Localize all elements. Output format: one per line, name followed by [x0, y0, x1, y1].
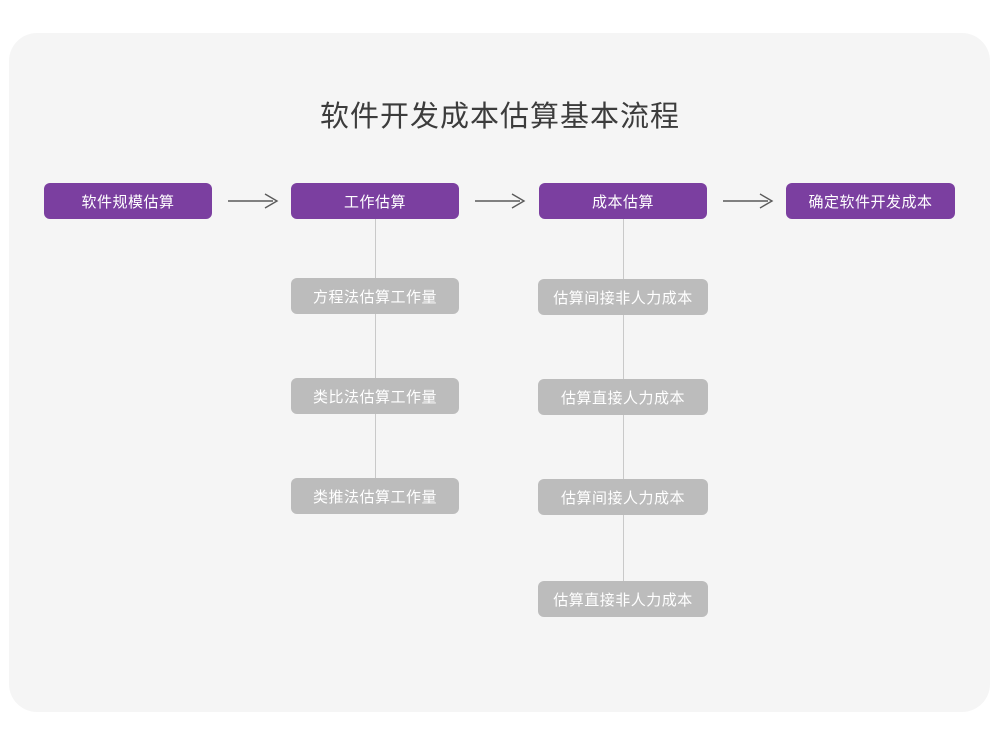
substep-node-direct-labor-cost[interactable]: 估算直接人力成本: [538, 379, 708, 415]
substep-node-indirect-nonlabor-cost[interactable]: 估算间接非人力成本: [538, 279, 708, 315]
connector-line-cost-estimation: [623, 219, 624, 617]
flow-node-work-estimation[interactable]: 工作估算: [291, 183, 459, 219]
connector-line-work-estimation: [375, 219, 376, 514]
substep-node-indirect-labor-cost[interactable]: 估算间接人力成本: [538, 479, 708, 515]
flow-node-determine-development-cost[interactable]: 确定软件开发成本: [786, 183, 955, 219]
arrow-right-icon: [722, 192, 776, 210]
page-title: 软件开发成本估算基本流程: [319, 101, 680, 133]
substep-node-direct-nonlabor-cost[interactable]: 估算直接非人力成本: [538, 581, 708, 617]
substep-node-inference-method-workload[interactable]: 类推法估算工作量: [291, 478, 459, 514]
diagram-card: [9, 33, 990, 712]
substep-node-equation-method-workload[interactable]: 方程法估算工作量: [291, 278, 459, 314]
flow-node-software-size-estimation[interactable]: 软件规模估算: [44, 183, 212, 219]
flow-node-cost-estimation[interactable]: 成本估算: [539, 183, 707, 219]
arrow-right-icon: [227, 192, 281, 210]
arrow-right-icon: [474, 192, 528, 210]
substep-node-analogy-method-workload[interactable]: 类比法估算工作量: [291, 378, 459, 414]
